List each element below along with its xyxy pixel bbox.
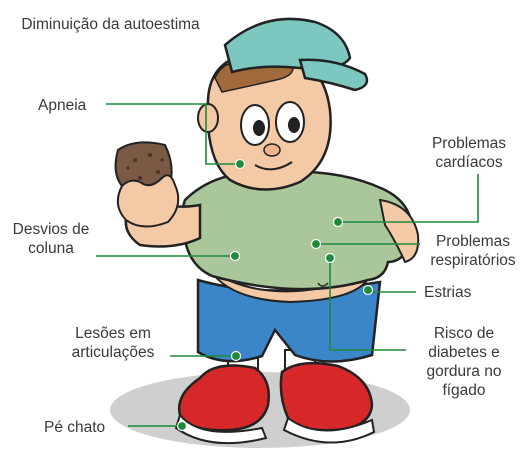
dot-heart bbox=[332, 216, 344, 228]
cap bbox=[223, 17, 352, 74]
dot-spine bbox=[229, 250, 241, 262]
label-spine: Desvios de coluna bbox=[12, 221, 90, 257]
right-arm bbox=[378, 198, 420, 264]
anchor-dots bbox=[176, 158, 374, 432]
label-self-esteem: Diminuição da autoestima bbox=[21, 16, 200, 33]
label-stretch-marks: Estrias bbox=[424, 284, 472, 301]
navel bbox=[317, 282, 329, 287]
cap-brim bbox=[298, 58, 369, 92]
dot-apnea bbox=[234, 158, 246, 170]
dot-respiratory bbox=[310, 238, 322, 250]
label-heart: Problemas cardíacos bbox=[431, 135, 507, 171]
label-joints: Lesões em articulações bbox=[71, 325, 155, 361]
right-pupil bbox=[288, 117, 300, 133]
label-apnea: Apneia bbox=[38, 97, 87, 114]
snack-crumbs bbox=[126, 153, 164, 180]
leader-apnea bbox=[106, 103, 238, 165]
dot-flatfoot bbox=[176, 420, 188, 432]
left-shoe-sole bbox=[174, 412, 268, 445]
dot-stretch bbox=[362, 284, 374, 296]
leader-heart bbox=[340, 174, 479, 223]
dot-joints bbox=[230, 350, 242, 362]
shirt bbox=[180, 170, 414, 291]
dot-diabetes bbox=[324, 252, 336, 264]
right-shoe bbox=[279, 361, 374, 432]
mouth bbox=[254, 161, 293, 171]
leader-diabetes bbox=[329, 260, 406, 351]
left-hand bbox=[116, 174, 180, 228]
ear bbox=[197, 103, 219, 133]
label-diabetes: Risco de diabetes e gordura no fígado bbox=[426, 325, 502, 399]
nose bbox=[263, 143, 281, 157]
right-shoe-sole bbox=[282, 416, 376, 444]
label-respiratory: Problemas respiratórios bbox=[430, 233, 516, 269]
label-flat-foot: Pé chato bbox=[44, 419, 106, 436]
left-shoe bbox=[177, 364, 270, 432]
left-pupil bbox=[253, 120, 265, 136]
